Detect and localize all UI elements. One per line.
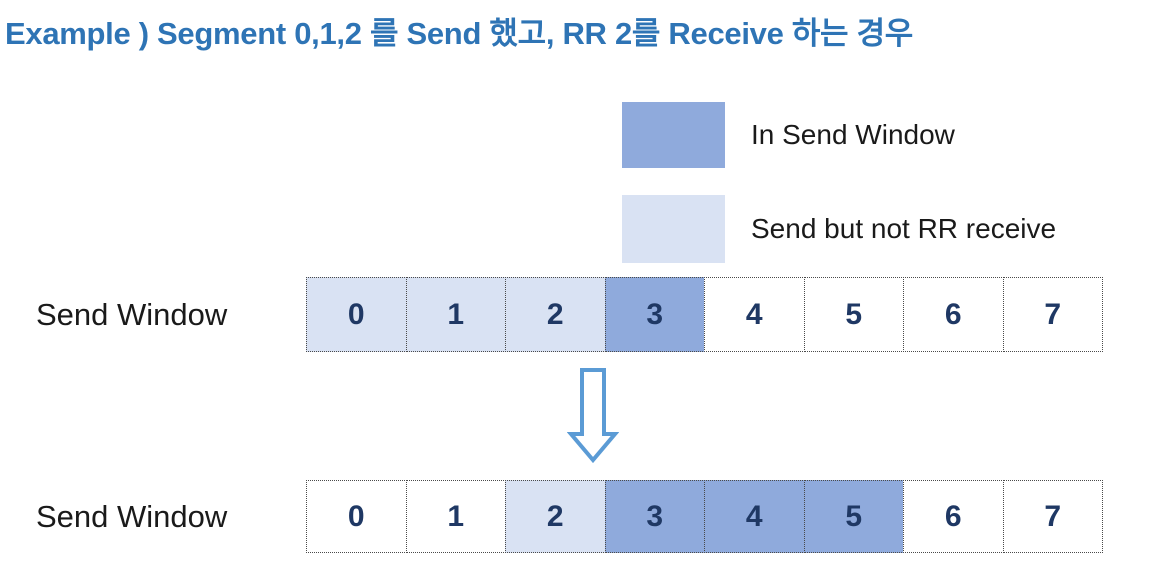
legend-label-in-send-window: In Send Window bbox=[751, 119, 955, 150]
segment-cell-6: 6 bbox=[903, 480, 1004, 553]
segment-cell-3: 3 bbox=[604, 277, 705, 352]
segment-cell-0: 0 bbox=[306, 480, 407, 553]
segment-cell-5: 5 bbox=[803, 480, 904, 553]
legend-item-send-not-rr-receive: Send but not RR receive bbox=[622, 195, 1056, 263]
down-arrow-shape bbox=[567, 368, 619, 464]
segment-cell-6: 6 bbox=[903, 277, 1004, 352]
segment-cell-1: 1 bbox=[405, 480, 506, 553]
send-window-label-after: Send Window bbox=[36, 498, 228, 534]
segment-cell-4: 4 bbox=[704, 480, 805, 553]
send-window-label-before: Send Window bbox=[36, 296, 228, 332]
down-arrow-icon bbox=[567, 368, 619, 464]
legend-swatch-send-not-rr-receive bbox=[622, 195, 725, 263]
segment-cell-4: 4 bbox=[704, 277, 805, 352]
segment-cell-1: 1 bbox=[405, 277, 506, 352]
segment-cell-2: 2 bbox=[505, 480, 606, 553]
legend-item-in-send-window: In Send Window bbox=[622, 102, 955, 168]
segment-cell-5: 5 bbox=[803, 277, 904, 352]
legend-label-send-not-rr-receive: Send but not RR receive bbox=[751, 213, 1057, 244]
segment-cell-0: 0 bbox=[306, 277, 407, 352]
segment-cell-2: 2 bbox=[505, 277, 606, 352]
segment-cell-3: 3 bbox=[604, 480, 705, 553]
legend-swatch-in-send-window bbox=[622, 102, 725, 168]
segment-cell-7: 7 bbox=[1002, 480, 1103, 553]
slide-title: Example ) Segment 0,1,2 를 Send 했고, RR 2를… bbox=[5, 16, 914, 51]
segment-cell-7: 7 bbox=[1002, 277, 1103, 352]
